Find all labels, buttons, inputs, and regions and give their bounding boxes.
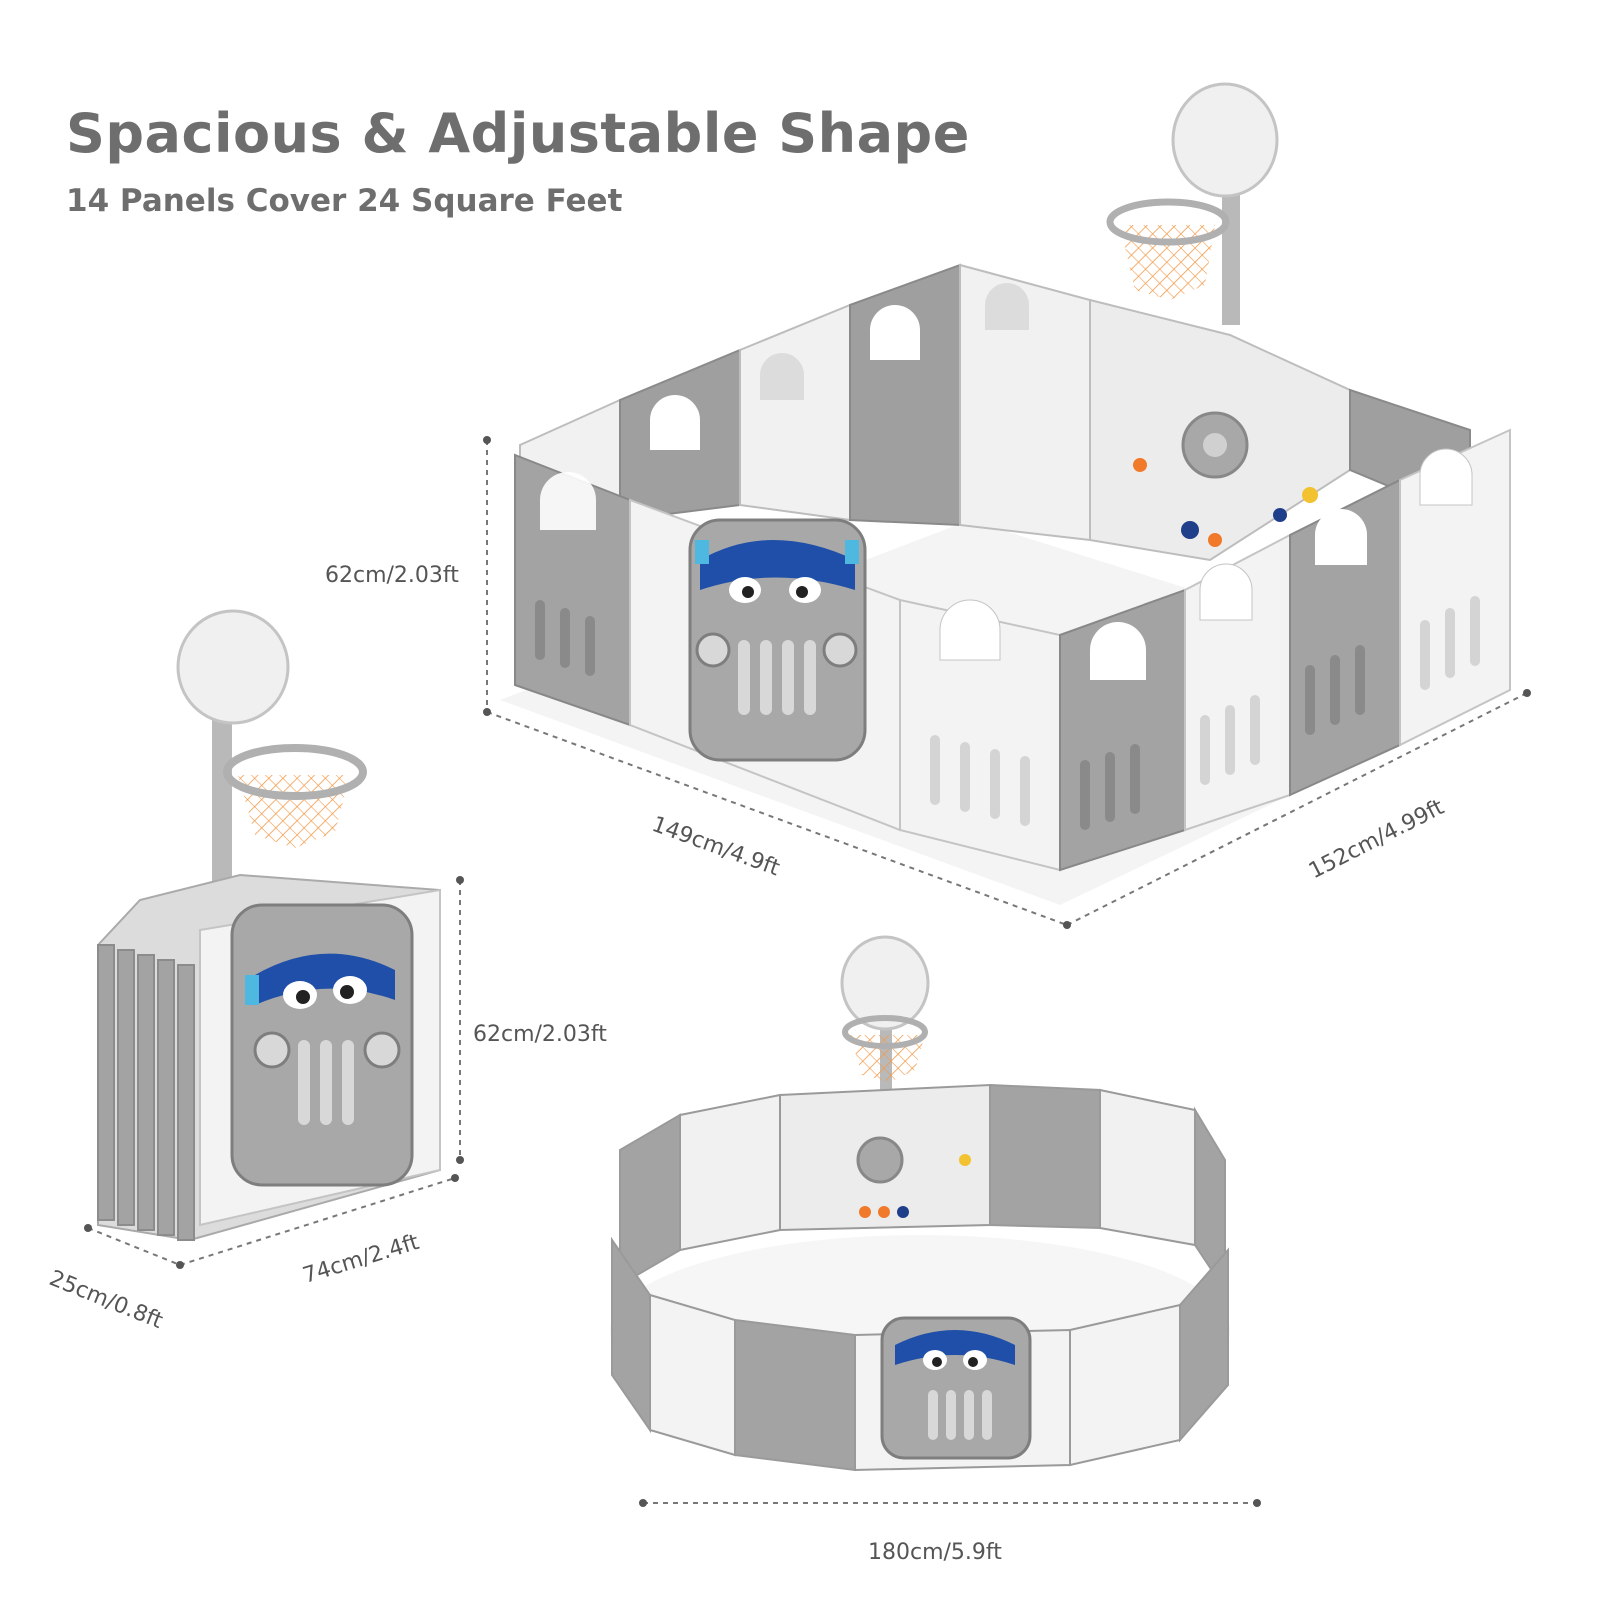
assembled-dimension-lines (486, 440, 1528, 926)
page-subtitle: 14 Panels Cover 24 Square Feet (66, 183, 623, 219)
car-face-gate (688, 518, 867, 762)
basketball-hoop-round (840, 935, 930, 1090)
basketball-hoop-assembled (1106, 82, 1279, 325)
folded-dimension-lines (87, 880, 461, 1266)
assembled-height-label: 62cm/2.03ft (325, 563, 459, 588)
assembled-playpen (483, 82, 1531, 929)
front-panels (514, 428, 1511, 872)
folded-height-label: 62cm/2.03ft (473, 1022, 607, 1047)
basketball-hoop-folded (176, 609, 367, 890)
round-diameter-label: 180cm/5.9ft (868, 1540, 1002, 1565)
page-title: Spacious & Adjustable Shape (66, 102, 970, 165)
round-playpen (610, 935, 1261, 1507)
folded-playpen (84, 609, 464, 1269)
